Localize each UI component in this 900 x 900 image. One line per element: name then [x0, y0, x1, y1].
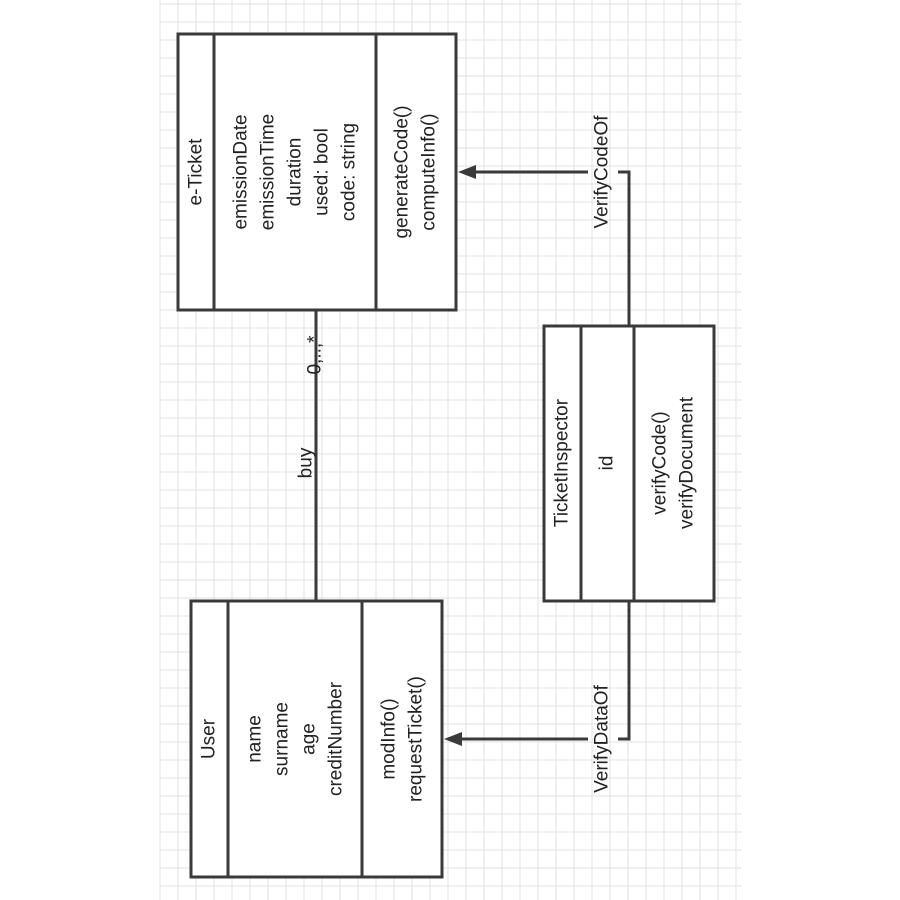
class-eticket-attribute: used: bool	[312, 128, 333, 216]
class-user-attribute: surname	[272, 702, 293, 776]
verify-code-of-line-a	[618, 170, 631, 326]
class-user-title: User	[199, 718, 220, 759]
class-ticketinspector[interactable]: TicketInspector id verifyCode() verifyDo…	[542, 324, 716, 603]
verify-data-of-line-a	[618, 601, 631, 741]
association-buy-multiplicity: 0,..,*	[305, 335, 326, 375]
verify-data-of-arrowhead	[444, 732, 462, 746]
class-user-box	[189, 599, 444, 879]
verify-code-of-arrowhead	[458, 165, 476, 179]
association-verify-code-of[interactable]: VerifyCodeOf	[458, 115, 631, 326]
class-user-attribute: creditNumber	[326, 681, 347, 796]
class-eticket-attribute: duration	[285, 138, 306, 207]
class-ticketinspector-box	[542, 324, 716, 603]
class-eticket-attribute: emissionDate	[231, 114, 252, 229]
class-eticket-box	[176, 32, 458, 312]
association-buy[interactable]: buy 0,..,*	[296, 310, 326, 601]
association-verify-data-of[interactable]: VerifyDataOf	[444, 601, 631, 793]
class-user[interactable]: User name surname age creditNumber modIn…	[189, 599, 444, 879]
class-ticketinspector-title: TicketInspector	[552, 398, 573, 527]
class-user-attribute: name	[245, 715, 266, 763]
verify-data-of-label: VerifyDataOf	[592, 684, 613, 792]
class-eticket[interactable]: e-Ticket emissionDate emissionTime durat…	[176, 32, 458, 312]
verify-code-of-label: VerifyCodeOf	[592, 115, 613, 229]
class-ticketinspector-method: verifyCode()	[650, 411, 671, 514]
association-buy-label: buy	[296, 447, 317, 478]
class-user-method: modInfo()	[379, 698, 400, 779]
class-user-attribute: age	[299, 723, 320, 755]
class-eticket-attribute: emissionTime	[258, 114, 279, 231]
class-ticketinspector-method: verifyDocument	[677, 396, 698, 529]
class-eticket-title: e-Ticket	[186, 138, 207, 206]
class-ticketinspector-attribute: id	[597, 456, 618, 471]
class-user-method: requestTicket()	[406, 676, 427, 802]
class-eticket-method: generateCode()	[392, 105, 413, 238]
class-eticket-attribute: code: string	[339, 123, 360, 221]
class-eticket-method: computeInfo()	[419, 113, 440, 230]
